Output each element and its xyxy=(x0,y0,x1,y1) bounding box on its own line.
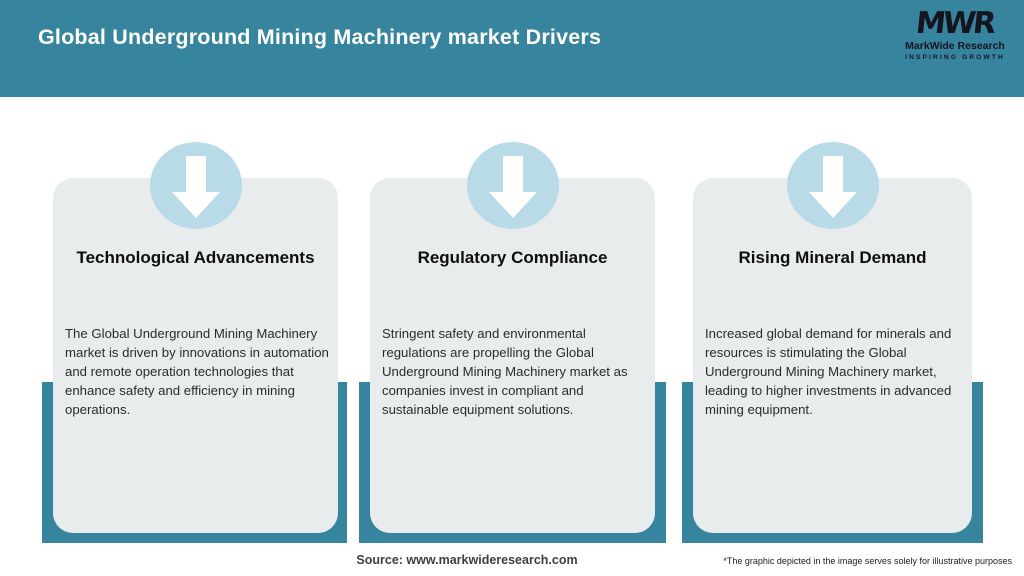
driver-card-technological-advancements: Technological Advancements The Global Un… xyxy=(53,178,338,533)
arrow-down-icon xyxy=(172,155,220,218)
source-text: Source: www.markwideresearch.com xyxy=(356,553,578,567)
arrow-circle xyxy=(150,142,242,229)
header-banner: Global Underground Mining Machinery mark… xyxy=(0,0,1024,97)
arrow-circle xyxy=(467,142,559,229)
card-title: Regulatory Compliance xyxy=(417,248,608,267)
card-title: Technological Advancements xyxy=(76,248,315,267)
logo-tagline: INSPIRING GROWTH xyxy=(905,53,1005,61)
disclaimer-text: *The graphic depicted in the image serve… xyxy=(723,556,1012,566)
driver-card-regulatory-compliance: Regulatory Compliance Stringent safety a… xyxy=(370,178,655,533)
arrow-circle xyxy=(787,142,879,229)
markwide-logo: MWR MarkWide Research INSPIRING GROWTH xyxy=(900,6,1010,61)
card-description: The Global Underground Mining Machinery … xyxy=(65,326,329,417)
card-description: Stringent safety and environmental regul… xyxy=(382,326,628,417)
page-title: Global Underground Mining Machinery mark… xyxy=(38,25,602,49)
arrow-down-icon xyxy=(489,155,537,218)
logo-name: MarkWide Research xyxy=(905,40,1005,52)
card-title: Rising Mineral Demand xyxy=(738,248,927,267)
arrow-down-icon xyxy=(809,155,857,218)
logo-monogram: MWR xyxy=(914,6,996,41)
driver-card-rising-mineral-demand: Rising Mineral Demand Increased global d… xyxy=(693,178,972,533)
card-description: Increased global demand for minerals and… xyxy=(705,326,952,417)
